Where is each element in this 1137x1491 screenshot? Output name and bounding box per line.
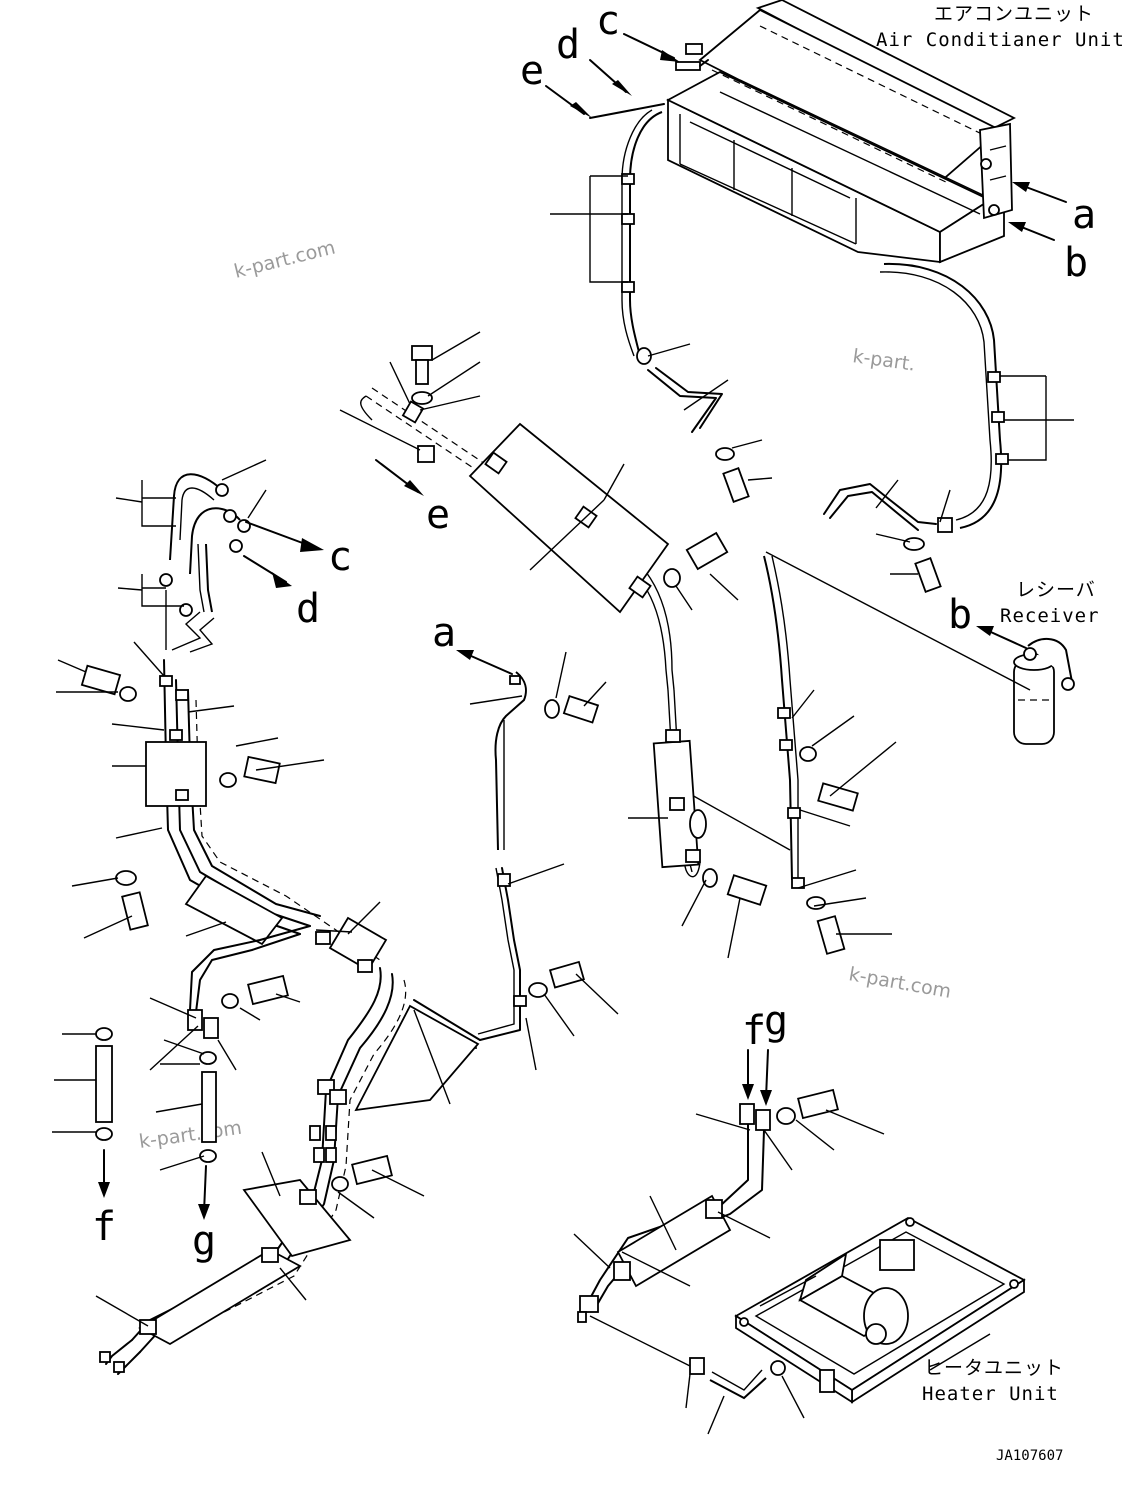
air-conditioner-label-jp: エアコンユニット	[934, 3, 1094, 25]
letter-g-left: g	[192, 1218, 216, 1264]
hose-right-ac	[823, 262, 1009, 533]
hoses-middle-right	[652, 531, 1031, 955]
letter-a-right: a	[1072, 192, 1096, 238]
heater-label-en: Heater Unit	[922, 1383, 1059, 1405]
air-conditioner-unit	[666, 0, 1016, 264]
drawing-code: JA107607	[996, 1448, 1063, 1464]
receiver-hose-fasteners	[636, 347, 942, 593]
letter-e-center: e	[426, 492, 450, 538]
letter-g-heater: g	[764, 998, 788, 1044]
watermark-1: k-part.com	[232, 236, 338, 282]
letter-b-receiver: b	[948, 592, 972, 638]
watermarks: k-part.com k-part.com k-part.com k-part.…	[138, 236, 957, 1152]
letter-d-top: d	[556, 22, 580, 68]
leader-e-top	[589, 103, 665, 119]
letter-c-top: c	[596, 0, 620, 44]
watermark-4: k-part.com	[138, 1117, 244, 1153]
air-conditioner-label-en: Air Conditianer Unit	[876, 29, 1125, 51]
letter-f-left: f	[92, 1204, 116, 1250]
letter-f-heater: f	[742, 1008, 766, 1054]
receiver-label-jp: レシーバ	[1016, 579, 1096, 601]
receiver	[1013, 638, 1075, 745]
letter-a-center: a	[432, 610, 456, 656]
letter-c-left: c	[328, 534, 352, 580]
lower-pipe-assembly	[99, 967, 481, 1375]
connection-arrows	[243, 33, 1067, 675]
text-labels: エアコンユニット Air Conditianer Unit レシーバ Recei…	[92, 0, 1125, 1464]
hose-left-ac	[621, 109, 723, 433]
hose-pieces-f-g	[95, 1027, 217, 1220]
letter-e-top: e	[520, 48, 544, 94]
hose-a	[477, 671, 600, 1041]
letter-b-right: b	[1064, 240, 1088, 286]
center-pipe-upper	[360, 345, 675, 691]
heater-label-jp: ヒータユニット	[924, 1357, 1064, 1379]
leader-lines	[52, 175, 1074, 1435]
receiver-label-en: Receiver	[1000, 605, 1100, 627]
watermark-3: k-part.com	[847, 963, 953, 1003]
heater-unit	[734, 1216, 1026, 1404]
letter-d-left: d	[296, 586, 320, 632]
